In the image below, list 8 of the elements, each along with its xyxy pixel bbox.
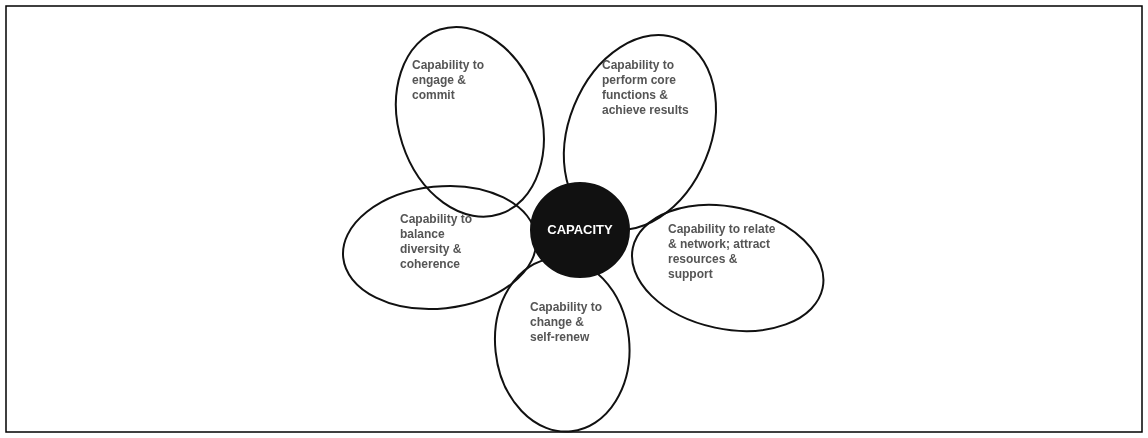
petal-label: Capability to engage & commit — [412, 58, 484, 103]
petal-label: Capability to relate & network; attract resources & support — [668, 222, 777, 282]
center-label: CAPACITY — [546, 222, 614, 237]
center-circle — [530, 182, 630, 278]
petal-label: Capability to balance diversity & coherence — [400, 212, 473, 272]
petal-label: Capability to perform core functions & achieve results — [602, 58, 690, 118]
petal-ellipse — [631, 204, 825, 332]
petal-label: Capability to change & self-renew — [530, 300, 603, 345]
